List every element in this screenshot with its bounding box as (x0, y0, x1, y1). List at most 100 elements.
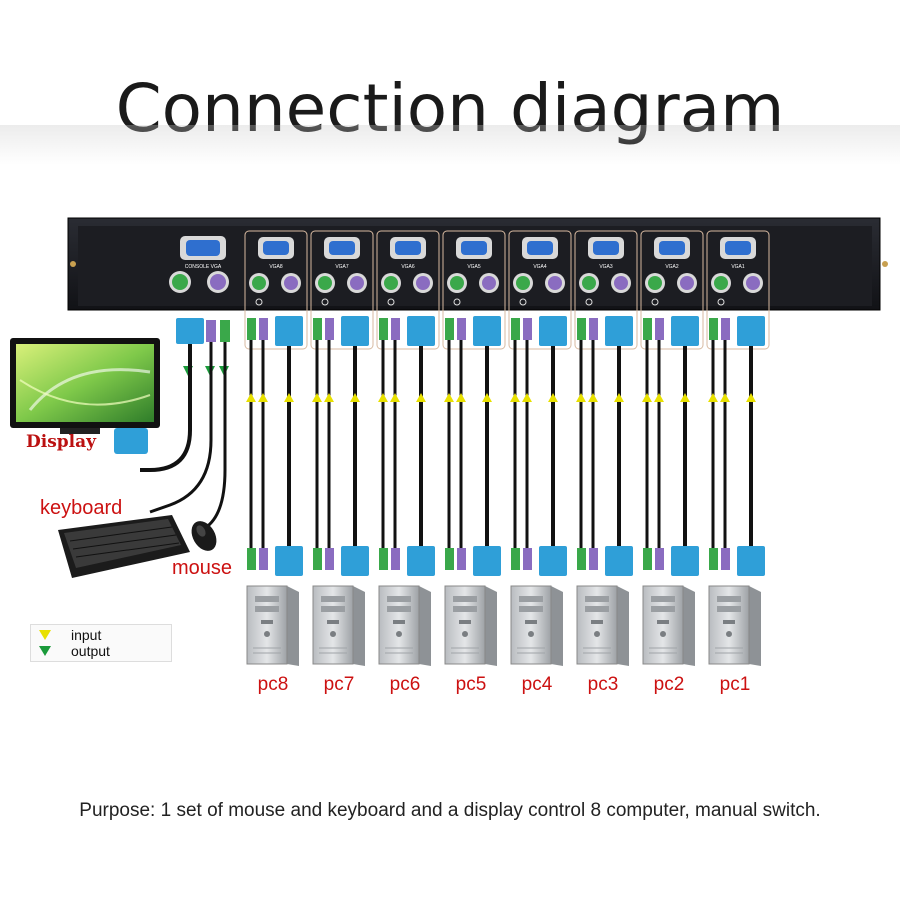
vga-plug-top (473, 316, 501, 346)
input-arrow (642, 393, 652, 402)
pc-tower-pc4 (510, 585, 563, 666)
input-arrow (588, 393, 598, 402)
pc-label-pc4: pc4 (521, 674, 553, 695)
keyboard-label: keyboard (40, 497, 123, 519)
console-vga-plug (176, 318, 204, 344)
port-group-vga4: VGA4 (508, 230, 572, 576)
pc-towers (246, 585, 761, 666)
mouse-port-icon (255, 298, 263, 306)
vga-plug-bottom (473, 546, 501, 576)
input-arrow (576, 393, 586, 402)
ps2-plug-top-green (247, 318, 256, 340)
mouse-port-icon (387, 298, 395, 306)
pc-tower-pc6 (378, 585, 431, 666)
ps2-plug-top-purple (325, 318, 334, 340)
pc-tower-pc5 (444, 585, 497, 666)
ps2-plug-top-green (379, 318, 388, 340)
port-frame (706, 230, 770, 350)
vga-plug-bottom (737, 546, 765, 576)
input-arrow (614, 393, 624, 402)
purpose-caption: Purpose: 1 set of mouse and keyboard and… (79, 800, 821, 821)
vga-port-label: VGA5 (467, 264, 481, 270)
mouse-device (191, 521, 217, 551)
pc-label-pc1: pc1 (719, 674, 751, 695)
port-group-vga3: VGA3 (574, 230, 638, 576)
vga-plug-top (671, 316, 699, 346)
ps2-plug-bottom-green (577, 548, 586, 570)
input-arrow (708, 393, 718, 402)
legend-input-label: input (71, 627, 102, 643)
vga-port-label: VGA8 (269, 264, 283, 270)
input-arrow (746, 393, 756, 402)
vga-port-label: VGA4 (533, 264, 547, 270)
input-arrow (246, 393, 256, 402)
diagram-title: Connection diagram (115, 70, 785, 147)
ps2-plug-top-green (709, 318, 718, 340)
port-group-vga7: VGA7 (310, 230, 374, 576)
ps2-plug-bottom-green (313, 548, 322, 570)
console-ps2-plug-keyboard (206, 320, 216, 342)
vga-port-label: VGA2 (665, 264, 679, 270)
ps2-plug-bottom-purple (655, 548, 664, 570)
input-arrow (456, 393, 466, 402)
vga-plug-bottom (539, 546, 567, 576)
vga-port-label: VGA6 (401, 264, 415, 270)
vga-plug-top (605, 316, 633, 346)
display-label: Display (26, 432, 97, 452)
input-arrow (522, 393, 532, 402)
output-arrow-icon (39, 646, 51, 656)
port-group-vga8: VGA8 (244, 230, 308, 576)
ps2-plug-top-purple (391, 318, 400, 340)
port-group-vga5: VGA5 (442, 230, 506, 576)
vga-plug-top (275, 316, 303, 346)
ps2-plug-top-purple (721, 318, 730, 340)
display-monitor (10, 338, 160, 454)
ps2-plug-top-green (511, 318, 520, 340)
legend: input output (30, 624, 172, 662)
ps2-plug-top-purple (259, 318, 268, 340)
pc-tower-pc2 (642, 585, 695, 666)
ps2-plug-top-purple (655, 318, 664, 340)
ps2-plug-bottom-purple (325, 548, 334, 570)
pc-label-pc7: pc7 (323, 674, 355, 695)
input-arrow (350, 393, 360, 402)
display-vga-plug (114, 428, 148, 454)
input-arrow (416, 393, 426, 402)
ps2-plug-bottom-purple (457, 548, 466, 570)
input-arrow (548, 393, 558, 402)
pc-tower-pc7 (312, 585, 365, 666)
ps2-plug-bottom-purple (523, 548, 532, 570)
port-frame (640, 230, 704, 350)
input-arrow (720, 393, 730, 402)
input-arrow (510, 393, 520, 402)
ps2-plug-bottom-green (511, 548, 520, 570)
vga-port-label: VGA1 (731, 264, 745, 270)
kvm-screw-right (882, 261, 888, 267)
vga-port-label: VGA3 (599, 264, 613, 270)
ps2-plug-top-purple (589, 318, 598, 340)
input-arrow (284, 393, 294, 402)
input-arrow-icon (39, 630, 51, 640)
port-frame (244, 230, 308, 350)
ps2-plug-bottom-green (445, 548, 454, 570)
mouse-port-icon (585, 298, 593, 306)
port-groups: VGA8 VGA7 VGA6 VGA5 VGA4 VGA3 VGA2 VGA1 (244, 230, 770, 576)
port-frame (508, 230, 572, 350)
ps2-plug-top-purple (523, 318, 532, 340)
vga-plug-top (407, 316, 435, 346)
port-group-vga6: VGA6 (376, 230, 440, 576)
kvm-screw-left (70, 261, 76, 267)
legend-output-row: output (31, 643, 171, 659)
input-arrow (258, 393, 268, 402)
pc-tower-pc3 (576, 585, 629, 666)
input-arrow (654, 393, 664, 402)
pc-tower-pc8 (246, 585, 299, 666)
input-arrow (390, 393, 400, 402)
vga-plug-bottom (407, 546, 435, 576)
input-arrow (378, 393, 388, 402)
vga-plug-bottom (671, 546, 699, 576)
port-group-vga2: VGA2 (640, 230, 704, 576)
ps2-plug-bottom-green (709, 548, 718, 570)
port-frame (574, 230, 638, 350)
port-frame (442, 230, 506, 350)
